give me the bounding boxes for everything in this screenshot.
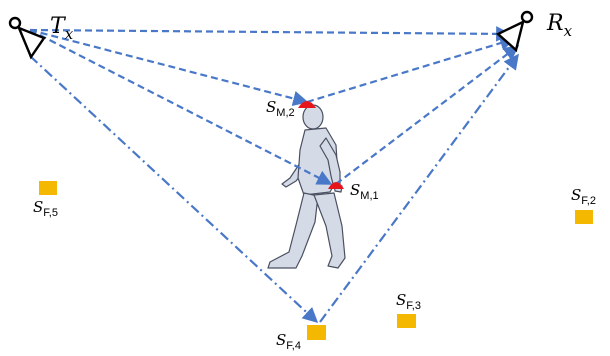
path-sf4-to-rx [319,53,519,323]
marker-sf2 [575,210,593,224]
sf2-label: SF,2 [571,186,596,207]
path-tx-to-sm1 [29,29,333,185]
sm2-label: SM,2 [266,98,295,119]
receiver-antenna-icon [495,10,534,53]
marker-sm2 [298,101,316,108]
rx-label: Rx [546,11,573,40]
multipath-lines [29,26,520,324]
path-sm2-to-rx [306,35,516,104]
tx-label: Tx [50,14,74,43]
path-tx-to-sf4 [29,55,319,324]
sm1-label: SM,1 [350,181,379,202]
path-tx-to-rx [29,26,512,42]
path-sm1-to-rx [335,45,520,185]
sf3-label: SF,3 [396,291,421,312]
path-tx-to-sm2 [29,28,309,106]
marker-sf5 [39,181,57,195]
transmitter-antenna-icon [8,16,46,60]
marker-sf4 [307,325,326,340]
sf5-label: SF,5 [33,198,58,219]
marker-sf3 [397,314,416,328]
sf4-label: SF,4 [276,331,301,352]
marker-sm1 [328,182,344,189]
